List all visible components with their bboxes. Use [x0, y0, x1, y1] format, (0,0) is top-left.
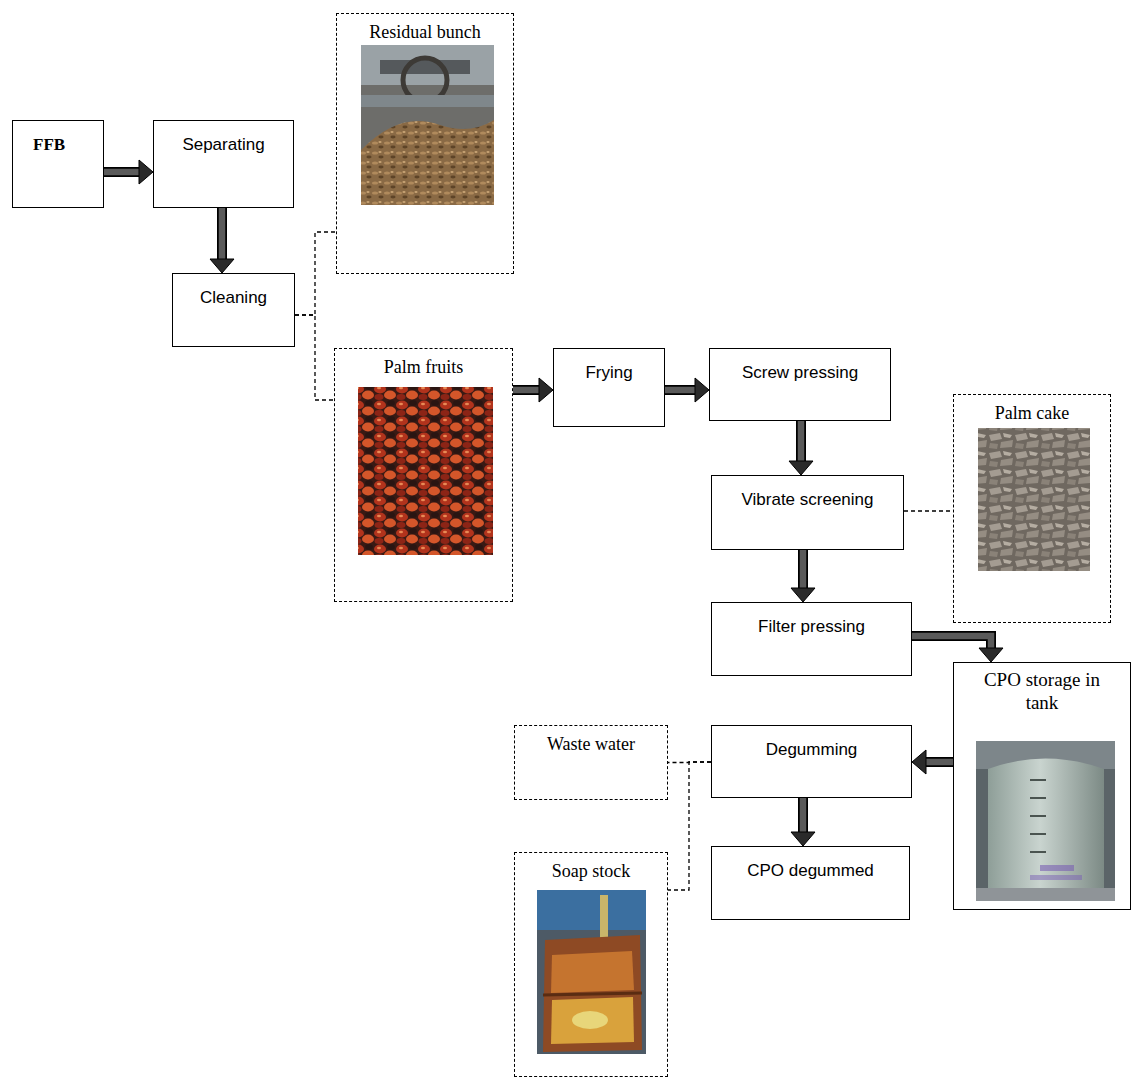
- flow-arrow: [789, 421, 813, 475]
- output-box: Waste water: [514, 725, 668, 800]
- output-box: Palm cake: [953, 394, 1111, 623]
- process-box: Separating: [153, 120, 294, 208]
- node-label: Waste water: [515, 726, 667, 756]
- node-label: Separating: [154, 121, 293, 155]
- dashed-link: [295, 232, 336, 315]
- node-label: Cleaning: [173, 274, 294, 308]
- process-box: CPO degummed: [711, 846, 910, 920]
- process-box: Degumming: [711, 725, 912, 798]
- node-label: CPO degummed: [712, 847, 909, 881]
- node-label: Soap stock: [515, 853, 667, 883]
- flow-arrow: [210, 208, 234, 273]
- palm-fruits-photo: [358, 387, 493, 555]
- soap-stock-photo: [537, 890, 646, 1054]
- node-label: Screw pressing: [710, 349, 890, 383]
- node-label: Residual bunch: [337, 14, 513, 44]
- node-label: Palm fruits: [335, 349, 512, 379]
- input-box: FFB: [12, 120, 104, 208]
- storage-box: CPO storage in tank: [953, 662, 1131, 910]
- dashed-link: [295, 315, 334, 400]
- process-box: Filter pressing: [711, 602, 912, 676]
- flow-arrow: [791, 798, 815, 846]
- process-box: Vibrate screening: [711, 475, 904, 550]
- dashed-link: [904, 511, 953, 512]
- output-box: Palm fruits: [334, 348, 513, 602]
- node-label: Filter pressing: [712, 603, 911, 637]
- palm-cake-photo: [978, 428, 1090, 571]
- output-box: Soap stock: [514, 852, 668, 1077]
- node-label: Degumming: [712, 726, 911, 760]
- storage-tank-photo: [976, 741, 1115, 901]
- process-box: Screw pressing: [709, 348, 891, 421]
- node-label: CPO storage in tank: [954, 663, 1130, 715]
- node-label: Frying: [554, 349, 664, 383]
- flow-arrow: [912, 750, 953, 774]
- residual-bunch-photo: [361, 45, 494, 205]
- flow-arrow: [791, 550, 815, 602]
- process-box: Cleaning: [172, 273, 295, 347]
- node-label: Vibrate screening: [712, 476, 903, 510]
- dashed-link: [668, 762, 711, 890]
- flow-arrow: [104, 160, 153, 184]
- process-box: Frying: [553, 348, 665, 427]
- node-label: FFB: [13, 121, 103, 155]
- flow-arrow: [513, 378, 553, 402]
- flow-arrow: [912, 636, 1003, 662]
- node-label: Palm cake: [954, 395, 1110, 425]
- output-box: Residual bunch: [336, 13, 514, 274]
- flow-arrow: [665, 378, 709, 402]
